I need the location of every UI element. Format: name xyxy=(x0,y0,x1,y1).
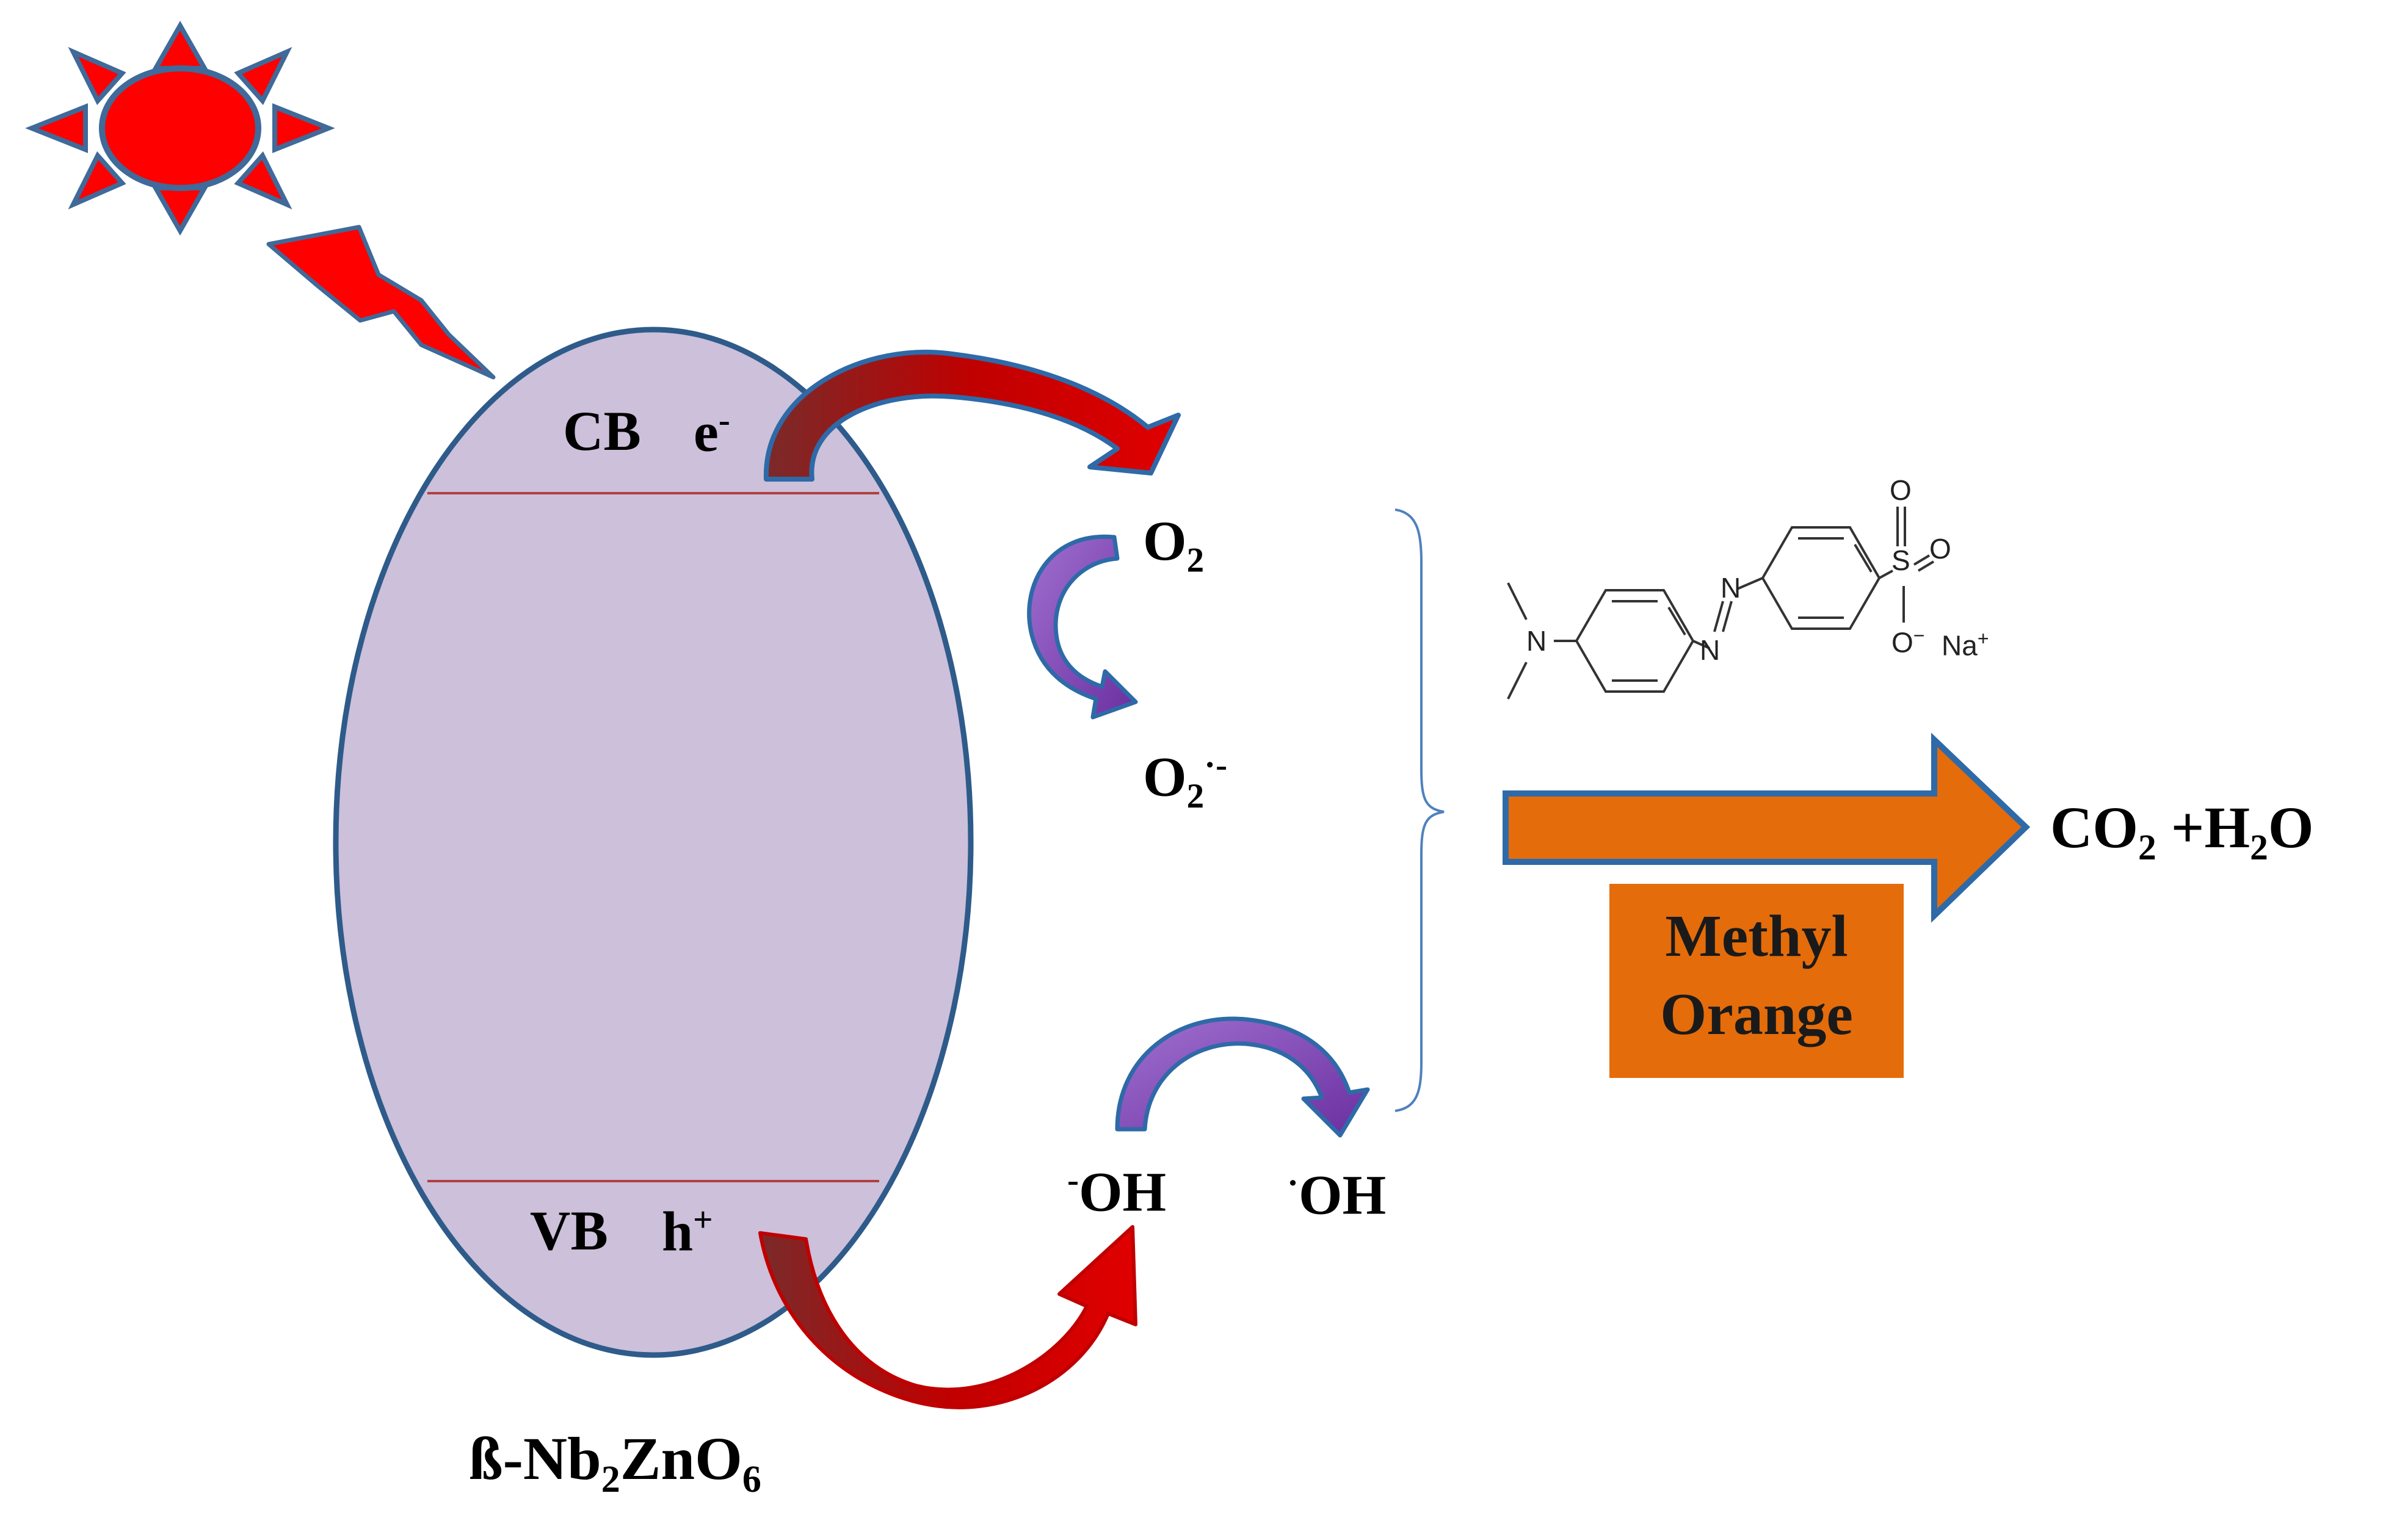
hydroxide-label: -OH xyxy=(1067,1163,1166,1220)
atom-o-top: O xyxy=(1890,474,1912,506)
cb-text: CB xyxy=(563,400,641,462)
products-o: O xyxy=(2268,795,2314,860)
catalyst-sub2: 6 xyxy=(742,1459,761,1500)
methyl-orange-box xyxy=(1609,884,1904,1078)
catalyst-name: ß-Nb2ZnO6 xyxy=(469,1425,761,1500)
methyl-orange-label: Methyl Orange xyxy=(1660,903,1853,1047)
degradation-arrow xyxy=(1503,732,2031,923)
superoxide-formation-arrow xyxy=(1027,534,1138,720)
sun-icon xyxy=(25,20,335,236)
hydroxide-text: OH xyxy=(1079,1160,1167,1223)
catalyst-mid: ZnO xyxy=(620,1425,742,1492)
hole-transfer-arrow xyxy=(758,1225,1137,1409)
atom-n-azo-2: N xyxy=(1721,572,1741,604)
electron-transfer-arrow xyxy=(763,349,1181,482)
products-h-sub: 2 xyxy=(2250,827,2268,868)
hydroxide-sup: - xyxy=(1067,1161,1079,1199)
hole-charge: + xyxy=(693,1201,713,1239)
oxygen-label: O2 xyxy=(1143,513,1204,577)
catalyst-sub1: 2 xyxy=(601,1459,620,1500)
hydroxyl-radical-label: ·OH xyxy=(1287,1166,1386,1223)
atom-na-text: Na xyxy=(1942,629,1978,662)
hydroxyl-radical-sup: · xyxy=(1287,1164,1299,1202)
atom-n-amine: N xyxy=(1526,625,1547,657)
products-label: CO2 +H2O xyxy=(2050,798,2314,866)
electron-label: e- xyxy=(694,403,730,460)
reactive-species-brace xyxy=(1394,508,1445,1112)
atom-o-minus: O− xyxy=(1891,626,1924,656)
atom-na: Na+ xyxy=(1942,629,1989,659)
atom-o-right: O xyxy=(1929,533,1951,565)
superoxide-sup: ·- xyxy=(1204,746,1228,784)
electron-charge: - xyxy=(718,401,730,439)
oxygen-text: O xyxy=(1143,510,1187,572)
hydroxyl-radical-text: OH xyxy=(1299,1163,1387,1226)
hole-label: h+ xyxy=(662,1202,713,1260)
atom-na-charge: + xyxy=(1977,627,1989,649)
lightning-bolt-icon xyxy=(266,225,496,380)
cb-label: CB xyxy=(563,403,641,459)
superoxide-text: O xyxy=(1143,745,1187,808)
products-co-sub: 2 xyxy=(2138,827,2156,868)
oxygen-sub: 2 xyxy=(1186,541,1205,580)
products-co: CO xyxy=(2050,795,2138,860)
electron-text: e xyxy=(694,400,719,463)
products-plus-h: +H xyxy=(2156,795,2250,860)
catalyst-particle xyxy=(333,327,974,1358)
atom-s: S xyxy=(1891,544,1910,576)
hole-text: h xyxy=(662,1200,694,1263)
atom-n-azo-1: N xyxy=(1700,634,1721,666)
vb-text: VB xyxy=(530,1199,608,1262)
hydroxyl-formation-arrow xyxy=(1115,1016,1370,1138)
atom-o-minus-text: O xyxy=(1891,626,1913,659)
catalyst-prefix: ß-Nb xyxy=(469,1425,601,1492)
superoxide-sub: 2 xyxy=(1186,777,1205,816)
methyl-orange-structure xyxy=(1507,507,1935,700)
superoxide-label: O2·- xyxy=(1143,748,1227,814)
vb-label: VB xyxy=(530,1202,608,1259)
atom-o-minus-charge: − xyxy=(1913,624,1925,646)
